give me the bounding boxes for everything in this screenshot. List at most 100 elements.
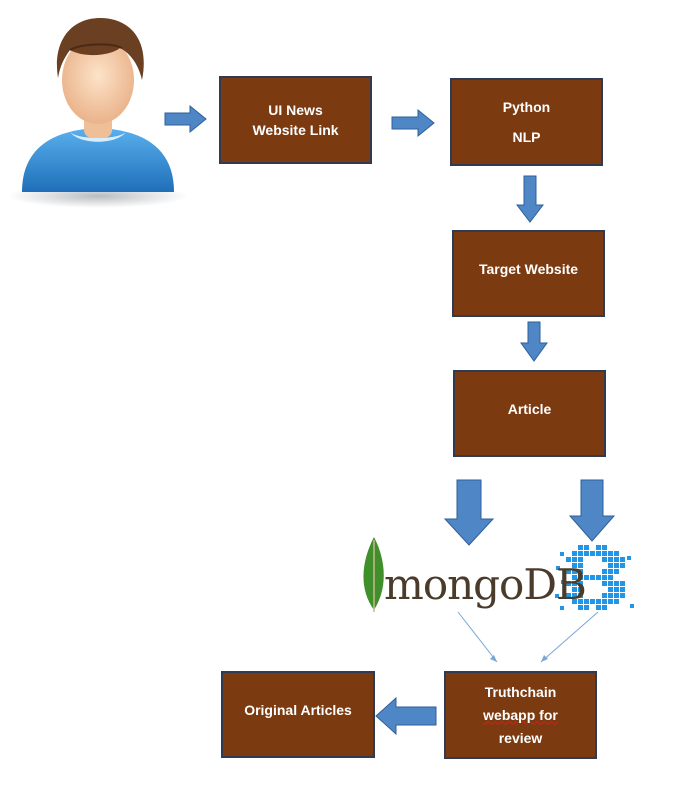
blockchain-pixel <box>572 599 577 604</box>
blockchain-pixel <box>584 605 589 610</box>
user-avatar-icon <box>8 18 188 208</box>
blockchain-pixel <box>614 557 619 562</box>
blockchain-pixel <box>614 587 619 592</box>
blockchain-pixel <box>602 593 607 598</box>
blockchain-pixel <box>584 545 589 550</box>
arrow-python-to-target <box>515 175 545 223</box>
article-box: Article <box>453 370 606 457</box>
blockchain-pixel <box>614 563 619 568</box>
blockchain-pixel <box>578 581 583 586</box>
arrow-article-to-mongodb <box>443 479 495 546</box>
blockchain-pixel <box>578 551 583 556</box>
blockchain-pixel <box>596 599 601 604</box>
blockchain-pixel <box>608 581 613 586</box>
blockchain-pixel <box>608 569 613 574</box>
blockchain-pixel <box>578 605 583 610</box>
article-label: Article <box>507 401 552 417</box>
blockchain-pixel <box>578 575 583 580</box>
blockchain-pixel <box>572 581 577 586</box>
blockchain-pixel <box>602 575 607 580</box>
blockchain-pixel <box>572 563 577 568</box>
arrow-truthchain-to-original <box>375 696 437 736</box>
blockchain-pixel <box>572 587 577 592</box>
blockchain-pixel <box>584 551 589 556</box>
truthchain-line3: review <box>498 729 543 746</box>
blockchain-pixel <box>602 599 607 604</box>
truthchain-line1: Truthchain <box>484 683 557 700</box>
blockchain-pixel <box>620 563 625 568</box>
blockchain-pixel <box>578 569 583 574</box>
nlp-line: NLP <box>512 129 541 145</box>
blockchain-pixel <box>620 587 625 592</box>
blockchain-pixel <box>572 557 577 562</box>
ui-news-line1: UI News <box>268 102 323 118</box>
mongodb-leaf-icon <box>363 537 384 612</box>
blockchain-pixel <box>627 556 631 560</box>
blockchain-pixel <box>566 569 571 574</box>
blockchain-pixel <box>608 557 613 562</box>
truthchain-webapp-box: Truthchain webapp for review <box>444 671 597 759</box>
blockchain-pixel <box>596 551 601 556</box>
original-articles-box: Original Articles <box>221 671 375 758</box>
blockchain-pixel <box>578 563 583 568</box>
truthchain-line2: webapp for <box>483 706 558 723</box>
blockchain-pixel <box>555 594 559 598</box>
blockchain-pixel <box>556 566 560 570</box>
blockchain-pixel <box>590 575 595 580</box>
connector-blockchain-to-truthchain <box>540 611 599 663</box>
arrow-user-to-ui <box>164 104 207 134</box>
blockchain-b-icon <box>555 545 634 610</box>
blockchain-pixel <box>596 545 601 550</box>
blockchain-pixel <box>620 593 625 598</box>
blockchain-pixel <box>602 545 607 550</box>
blockchain-pixel <box>566 581 571 586</box>
target-website-box: Target Website <box>452 230 605 317</box>
blockchain-pixel <box>608 593 613 598</box>
blockchain-pixel <box>630 604 634 608</box>
target-website-label: Target Website <box>478 261 579 277</box>
blockchain-pixel <box>560 552 564 556</box>
blockchain-pixel <box>608 599 613 604</box>
blockchain-pixel <box>620 557 625 562</box>
blockchain-pixel <box>602 581 607 586</box>
blockchain-pixel <box>566 557 571 562</box>
blockchain-pixel <box>608 551 613 556</box>
ui-news-line2: Website Link <box>252 122 339 138</box>
blockchain-pixel <box>578 587 583 592</box>
blockchain-pixel <box>572 569 577 574</box>
blockchain-pixel <box>578 545 583 550</box>
blockchain-pixel <box>614 551 619 556</box>
blockchain-pixel <box>602 569 607 574</box>
mongodb-logo-text: mongoDB <box>384 560 587 609</box>
blockchain-pixel <box>614 581 619 586</box>
ui-news-website-link-box: UI News Website Link <box>219 76 372 164</box>
blockchain-pixel <box>596 605 601 610</box>
blockchain-pixel <box>560 606 564 610</box>
blockchain-pixel <box>608 563 613 568</box>
blockchain-pixel <box>614 569 619 574</box>
blockchain-pixel <box>614 599 619 604</box>
arrow-target-to-article <box>520 321 548 362</box>
blockchain-pixel <box>584 599 589 604</box>
python-nlp-box: Python NLP <box>450 78 603 166</box>
blockchain-pixel <box>578 599 583 604</box>
original-articles-label: Original Articles <box>244 702 352 718</box>
blockchain-pixel <box>614 593 619 598</box>
arrow-ui-to-python <box>391 108 435 138</box>
blockchain-pixel <box>566 593 571 598</box>
blockchain-pixel <box>590 551 595 556</box>
connector-mongodb-to-truthchain <box>457 611 498 663</box>
blockchain-pixel <box>602 557 607 562</box>
blockchain-pixel <box>578 593 583 598</box>
blockchain-pixel <box>561 580 565 584</box>
blockchain-pixel <box>584 575 589 580</box>
blockchain-pixel <box>578 557 583 562</box>
arrow-article-to-blockchain <box>568 479 616 542</box>
blockchain-pixel <box>608 575 613 580</box>
blockchain-pixel <box>608 587 613 592</box>
blockchain-pixel <box>620 581 625 586</box>
blockchain-pixel <box>572 593 577 598</box>
python-line: Python <box>502 99 551 115</box>
blockchain-pixel <box>572 575 577 580</box>
